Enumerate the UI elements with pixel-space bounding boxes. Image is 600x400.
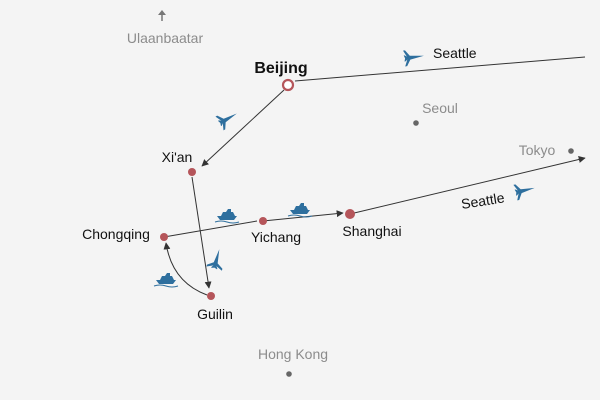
north-arrow-icon (158, 10, 166, 21)
route-seattle-beijing (294, 56, 586, 82)
route-xian-guilin (191, 176, 212, 289)
plane-icon (402, 47, 426, 67)
reference-city-label: Hong Kong (258, 346, 328, 362)
stop-marker-guilin[interactable] (207, 292, 215, 300)
stop-label-chongqing: Chongqing (82, 226, 150, 242)
stop-marker-chongqing[interactable] (160, 233, 168, 241)
plane-icon (215, 106, 241, 131)
reference-city-marker (286, 371, 292, 377)
reference-city-marker (568, 148, 574, 154)
stop-label-beijing: Beijing (254, 60, 307, 77)
reference-city-marker (413, 120, 419, 126)
plane-icon (206, 247, 228, 271)
route-guilin-chongqing (163, 242, 208, 296)
reference-city-label: Tokyo (519, 142, 556, 158)
plane-icon (513, 180, 537, 201)
reference-city-label: Seoul (422, 100, 458, 116)
stop-marker-yichang[interactable] (259, 217, 267, 225)
destination-label-return: Seattle (460, 189, 506, 212)
stop-marker-beijing[interactable] (281, 78, 295, 92)
route-lines (163, 56, 586, 296)
reference-city-label: Ulaanbaatar (127, 30, 204, 46)
boat-icon (287, 202, 313, 218)
destination-label-outbound: Seattle (433, 45, 477, 61)
stop-marker-xian[interactable] (188, 168, 196, 176)
route-shanghai-seattle (349, 156, 586, 215)
stop-label-guilin: Guilin (197, 306, 233, 322)
route-chongqing-yichang (163, 220, 258, 238)
stop-marker-shanghai[interactable] (345, 209, 355, 219)
stop-label-shanghai: Shanghai (342, 223, 401, 239)
boat-icon (153, 272, 179, 288)
stop-label-yichang: Yichang (251, 229, 301, 245)
boat-icon (214, 208, 240, 224)
route-beijing-xian (201, 89, 285, 167)
stop-label-xian: Xi'an (162, 149, 193, 165)
